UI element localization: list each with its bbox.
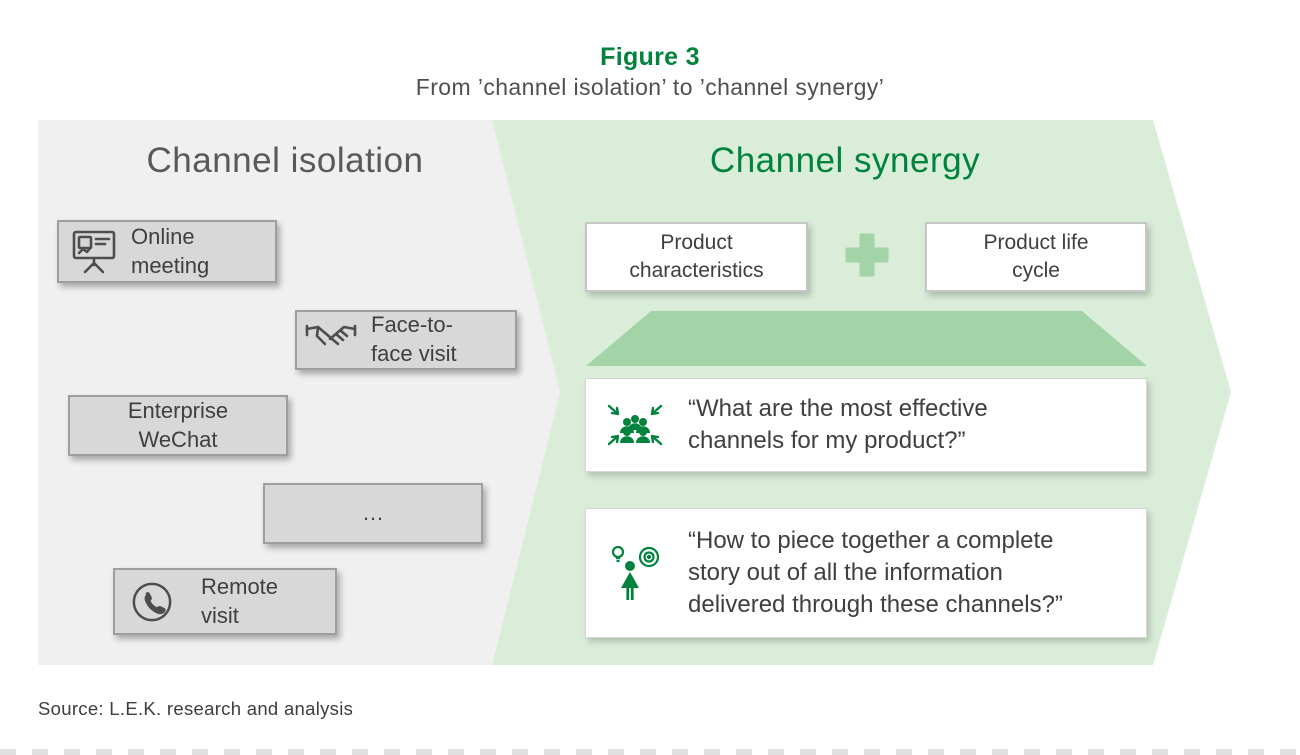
channel-box-more: …	[263, 483, 483, 544]
phone-icon	[131, 581, 173, 623]
channel-synergy-heading: Channel synergy	[709, 141, 981, 180]
handshake-icon	[305, 322, 357, 358]
figure-label: Figure 3	[600, 43, 700, 71]
audience-arrows-icon	[602, 401, 668, 449]
channel-box-label: Remote visit	[201, 573, 279, 628]
channel-box-label: Online meeting	[131, 223, 210, 278]
question-box-effective-channels: “What are the most effective channels fo…	[585, 378, 1147, 472]
funnel-trapezoid	[586, 311, 1147, 366]
question-text: “How to piece together a complete story …	[688, 527, 1063, 618]
question-box-complete-story: “How to piece together a complete story …	[585, 508, 1147, 638]
input-box-label: Product life cycle	[983, 230, 1089, 282]
channel-box-label: Face-to-face visit	[371, 312, 457, 366]
channel-box-online-meeting: Online meeting	[57, 220, 277, 283]
question-text: “What are the most effective channels fo…	[688, 395, 988, 454]
channel-isolation-heading: Channel isolation	[146, 141, 424, 180]
presentation-icon	[71, 229, 117, 275]
channel-box-label: Enterprise WeChat	[127, 397, 229, 452]
input-box-label: Product characteristics	[629, 230, 764, 282]
channel-box-enterprise-wechat: Enterprise WeChat	[68, 395, 288, 456]
channel-box-face-to-face: Face-to-face visit	[295, 310, 517, 370]
input-box-product-life-cycle: Product life cycle	[925, 222, 1147, 292]
channel-box-remote-visit: Remote visit	[113, 568, 337, 635]
plus-icon	[844, 232, 890, 278]
cropped-content-edge	[0, 749, 1300, 755]
channel-box-label: …	[362, 500, 384, 526]
source-note: Source: L.E.K. research and analysis	[38, 698, 354, 719]
person-target-icon	[602, 543, 668, 603]
figure-title: From ’channel isolation’ to ’channel syn…	[415, 74, 885, 100]
input-box-product-characteristics: Product characteristics	[585, 222, 808, 292]
